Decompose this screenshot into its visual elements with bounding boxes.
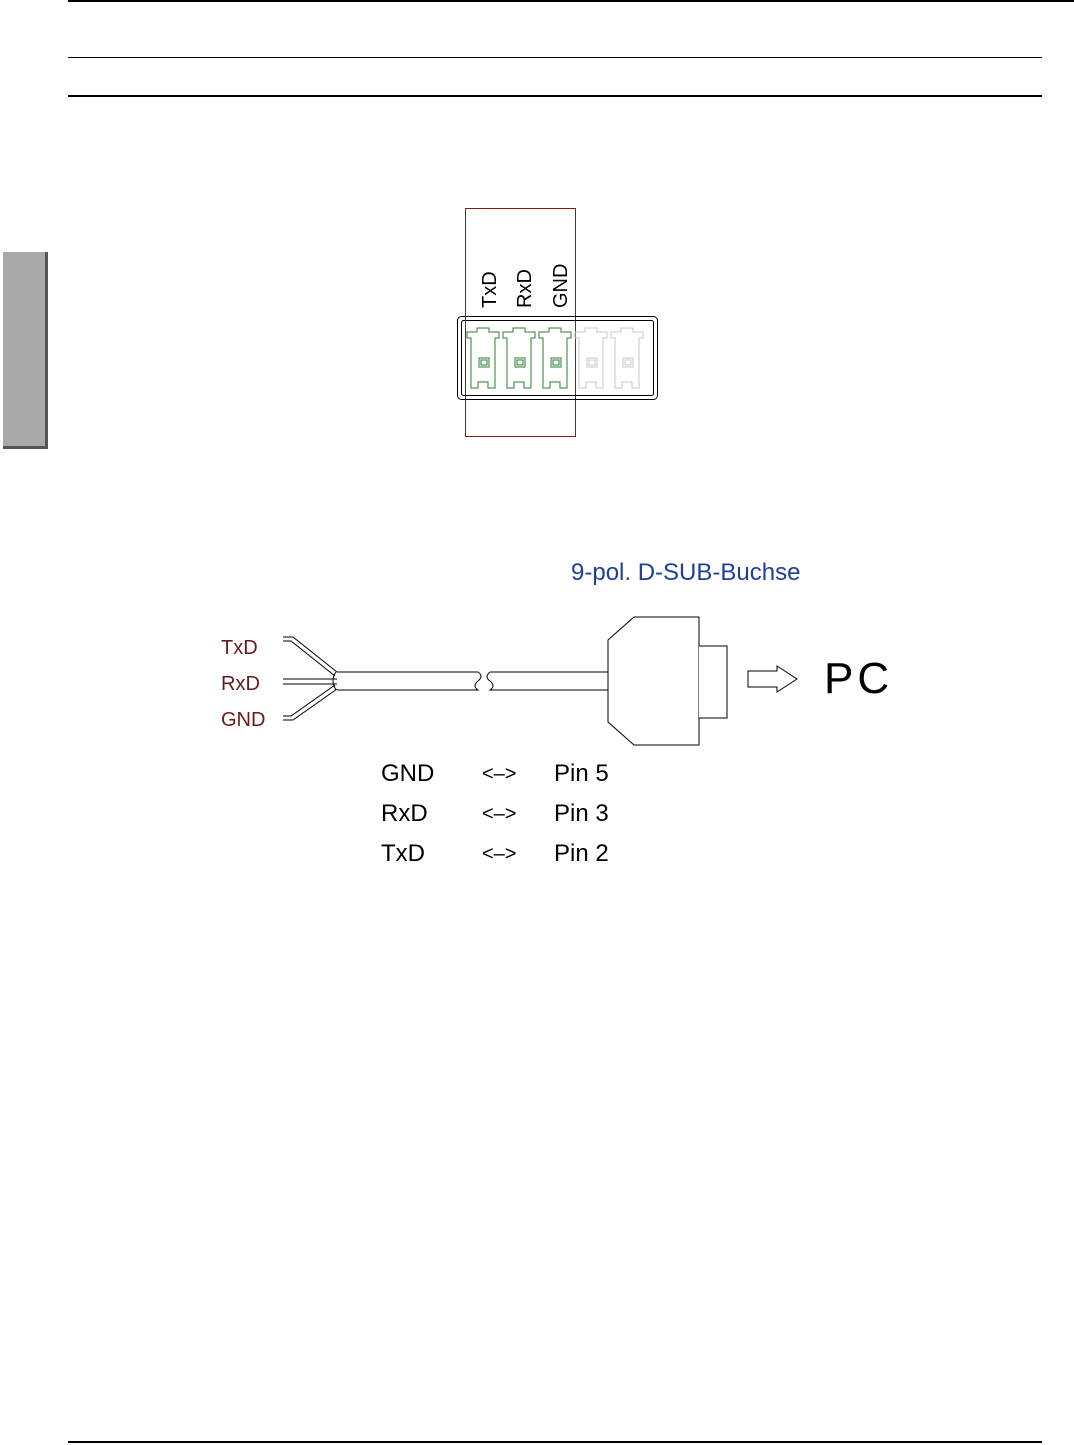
cable-diagram: 9-pol. D-SUB-Buchse TxD RxD GND PC	[200, 550, 920, 760]
dsub-plug	[608, 617, 727, 745]
header-rule	[68, 95, 1042, 97]
mapping-signal: RxD	[381, 799, 428, 829]
terminal-pin-3	[539, 328, 571, 388]
mapping-signal: TxD	[381, 839, 425, 869]
pin-label-txd: TxD	[479, 271, 501, 308]
dsub-title: 9-pol. D-SUB-Buchse	[571, 559, 800, 586]
footer-rule	[68, 1441, 1042, 1443]
mapping-arrow: <–>	[482, 839, 516, 869]
mapping-pin: Pin 5	[554, 759, 609, 789]
chapter-side-tab	[3, 252, 48, 449]
terminal-pin-1	[467, 328, 499, 388]
terminal-pin-5	[611, 328, 643, 388]
header-thin-rule	[68, 57, 1042, 58]
cable-jacket	[333, 672, 608, 690]
pin-label-rxd: RxD	[514, 269, 536, 308]
mapping-row: GND <–> Pin 5	[381, 759, 641, 789]
terminal-pin-4	[575, 328, 607, 388]
header-top-rule	[68, 0, 1074, 2]
terminal-block-diagram: TxD RxD GND	[440, 200, 670, 445]
wire-label-gnd: GND	[221, 709, 265, 731]
wire-strands	[283, 637, 337, 720]
wire-label-rxd: RxD	[221, 673, 260, 695]
terminal-pin-2	[503, 328, 535, 388]
mapping-arrow: <–>	[482, 799, 516, 829]
mapping-pin: Pin 3	[554, 799, 609, 829]
arrow-to-pc-icon	[748, 666, 797, 692]
wire-label-txd: TxD	[221, 637, 258, 659]
mapping-signal: GND	[381, 759, 434, 789]
pin-label-gnd: GND	[550, 264, 572, 308]
mapping-row: TxD <–> Pin 2	[381, 839, 641, 869]
pc-label: PC	[824, 654, 893, 703]
mapping-pin: Pin 2	[554, 839, 609, 869]
pin-highlight-frame	[466, 209, 576, 437]
mapping-row: RxD <–> Pin 3	[381, 799, 641, 829]
mapping-arrow: <–>	[482, 759, 516, 789]
